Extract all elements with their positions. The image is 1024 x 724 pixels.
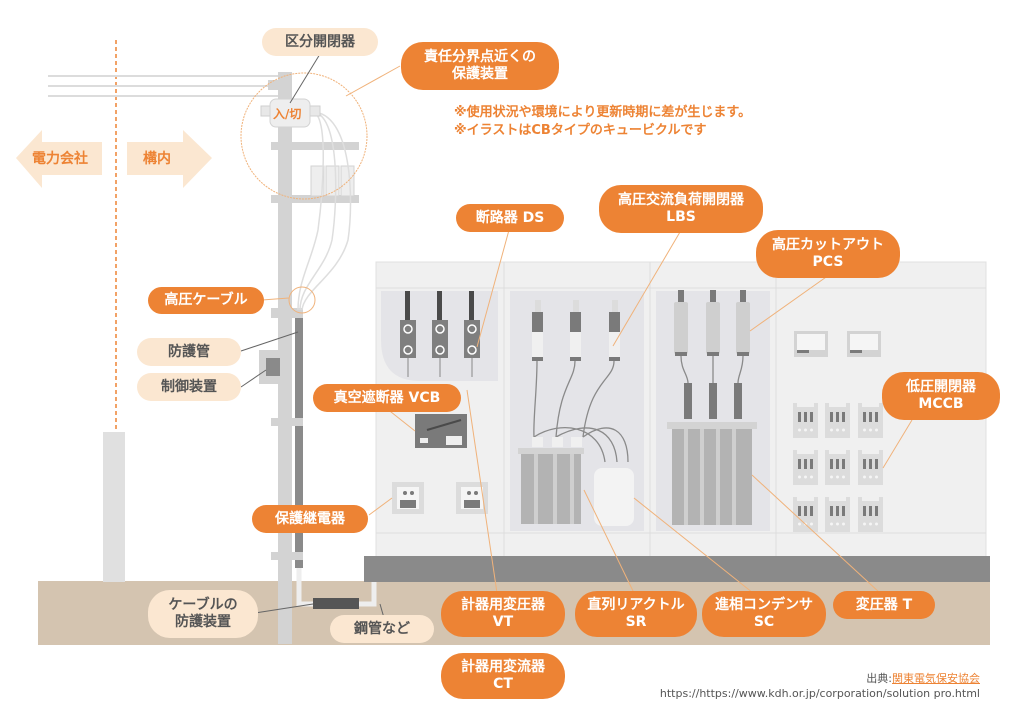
arrow-left-utility <box>16 130 102 188</box>
phase-capacitor <box>594 468 634 526</box>
label-protective-relay: 保護継電器 <box>252 505 368 533</box>
label-boundary-protection: 責任分界点近くの保護装置 <box>401 42 559 90</box>
label-text: 保護継電器 <box>275 510 345 527</box>
arrow-right-premises <box>127 130 212 188</box>
cable-protection-device <box>313 598 359 609</box>
disconnector-ds <box>400 291 480 377</box>
mccb-breaker <box>825 403 850 438</box>
source-credit: 出典:関東電気保安協会 https://https://www.kdh.or.j… <box>660 672 980 702</box>
control-box <box>266 358 280 376</box>
mccb-breaker <box>825 450 850 485</box>
label-text: CT <box>493 676 513 692</box>
transformer <box>667 383 757 525</box>
credit-prefix: 出典: <box>866 672 892 685</box>
lv-meters <box>794 331 881 357</box>
mccb-breaker <box>793 403 818 438</box>
label-text: 制御装置 <box>161 378 217 395</box>
label-text: 区分開閉器 <box>285 33 355 50</box>
label-text: 進相コンデンサ <box>715 597 813 614</box>
label-text: 断路器 DS <box>475 209 545 226</box>
label-text: ケーブルの <box>168 597 238 614</box>
label-hv-cable: 高圧ケーブル <box>148 287 264 314</box>
label-ds: 断路器 DS <box>456 204 564 232</box>
label-text: 低圧開閉器 <box>906 379 976 396</box>
label-text: PCS <box>812 254 844 270</box>
label-text: 高圧交流負荷開閉器 <box>618 192 744 209</box>
series-reactor <box>518 437 584 524</box>
label-cable-protection: ケーブルの防護装置 <box>148 590 258 638</box>
utility-side-label: 電力会社 <box>32 151 88 167</box>
credit-source-link[interactable]: 関東電気保安協会 <box>892 672 980 685</box>
label-text: 防護管 <box>168 343 210 360</box>
section-switch-box <box>269 98 311 128</box>
switch-state-text: 入/切 <box>273 107 302 121</box>
label-text: 計器用変圧器 <box>461 597 545 614</box>
label-text: SC <box>753 614 775 630</box>
label-text: MCCB <box>918 396 964 412</box>
highlight-circle-small <box>288 286 316 314</box>
label-text: 直列リアクトル <box>587 597 685 614</box>
label-text: 責任分界点近くの <box>424 49 536 66</box>
mccb-breaker <box>825 497 850 532</box>
mccb-breaker <box>858 403 883 438</box>
label-text: 変圧器 T <box>855 596 913 613</box>
mccb-breakers <box>793 403 883 532</box>
hv-cables <box>297 111 352 311</box>
label-control-device: 制御装置 <box>137 373 241 401</box>
cubicle-base <box>364 556 990 582</box>
highlight-circle <box>240 72 368 200</box>
overhead-wires <box>48 75 280 97</box>
protective-pipe <box>295 318 303 568</box>
label-text: 高圧カットアウト <box>772 237 884 254</box>
label-text: 高圧ケーブル <box>164 292 248 309</box>
label-text: 鋼管など <box>354 620 410 637</box>
cubicle <box>364 261 990 582</box>
premises-side-label: 構内 <box>143 151 171 167</box>
label-text: SR <box>625 614 647 630</box>
label-text: 防護装置 <box>175 614 231 630</box>
utility-pole <box>103 432 125 582</box>
mccb-breaker <box>858 497 883 532</box>
label-section-switch: 区分開閉器 <box>262 28 378 56</box>
pcs-unit <box>674 290 750 356</box>
credit-url: https://https://www.kdh.or.jp/corporatio… <box>659 686 980 700</box>
label-protective-pipe: 防護管 <box>137 338 241 366</box>
mccb-breaker <box>793 450 818 485</box>
label-steel-pipe: 鋼管など <box>330 615 434 643</box>
label-text: 真空遮断器 VCB <box>333 389 441 406</box>
note-line: ※使用状況や環境により更新時期に差が生じます。 <box>454 105 752 120</box>
label-transformer: 変圧器 T <box>833 591 935 619</box>
label-text: 計器用変流器 <box>461 659 545 676</box>
notes: ※使用状況や環境により更新時期に差が生じます。 ※イラストはCBタイプのキュービ… <box>454 104 751 139</box>
mccb-breaker <box>858 450 883 485</box>
label-text: LBS <box>666 209 696 225</box>
premises-pole <box>259 72 359 644</box>
mccb-breaker <box>793 497 818 532</box>
lbs-unit <box>532 300 620 361</box>
label-vcb: 真空遮断器 VCB <box>313 384 461 412</box>
label-text: 保護装置 <box>452 66 508 82</box>
note-line: ※イラストはCBタイプのキュービクルです <box>454 122 707 138</box>
label-text: VT <box>492 614 514 630</box>
